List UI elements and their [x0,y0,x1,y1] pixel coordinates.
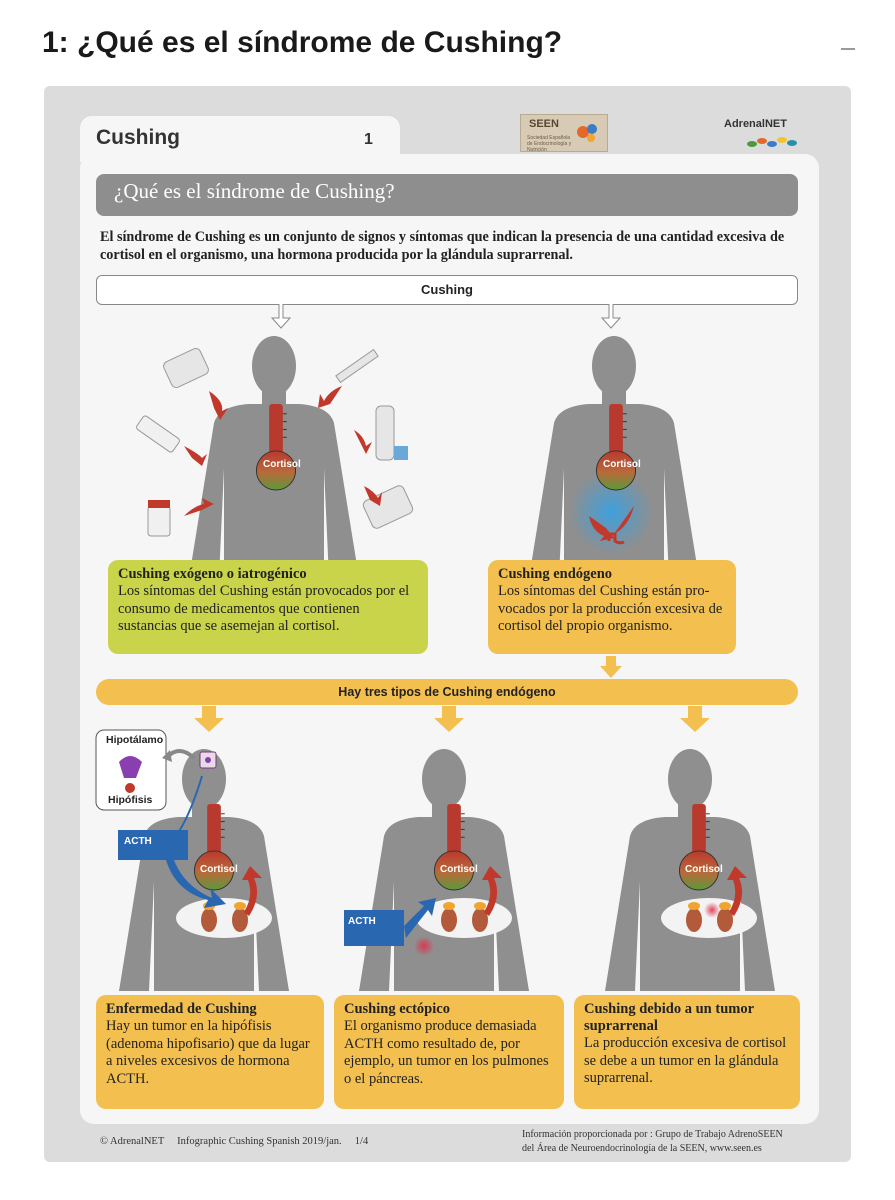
pill-bottle-icon [147,500,171,537]
tumor-glow [704,902,720,918]
endogenous-title: Cushing endógeno [498,566,613,582]
cortisol-label: Cortisol [200,864,238,875]
down-arrow-left [270,304,292,329]
body-glow [569,470,653,554]
tab-title: Cushing [96,126,180,149]
type-title: Cushing debido a un tumor suprarrenal [584,1001,754,1034]
endogenous-box: Cushing endógeno Los síntomas del Cushin… [488,560,736,654]
acth-label: ACTH [348,916,376,927]
pituitary-label: Hipófisis [108,794,153,806]
cushing-box-label: Cushing [421,282,473,297]
type-text: Hay un tumor en la hipófisis (adenoma hi… [106,1018,310,1087]
seen-logo: SEEN Sociedad Española de Endocrinología… [520,114,608,153]
cortisol-label: Cortisol [263,459,301,470]
acth-label: ACTH [124,836,152,847]
red-arrows [184,386,634,541]
footer-credit: © AdrenalNET Infographic Cushing Spanish… [100,1136,369,1147]
endogenous-text: Los síntomas del Cushing están pro-vocad… [498,583,723,634]
acth-box [118,830,188,860]
section-title: ¿Qué es el síndrome de Cushing? [114,179,395,203]
cortisol-label: Cortisol [440,864,478,875]
hypothalamus-label: Hipotálamo [106,734,164,746]
footer-source-line2: del Área de Neuroendocrinología de la SE… [522,1143,762,1154]
pill-blister-icon [163,348,209,388]
type-box-ectopic: Cushing ectópico El organismo produce de… [334,995,564,1109]
footer-source: Información proporcionada por : Grupo de… [522,1128,783,1156]
ointment-tube-icon [136,415,180,453]
syringe-icon [335,348,379,384]
types-bar-label: Hay tres tipos de Cushing endógeno [338,685,556,699]
adrenalnet-logo-icon [747,137,797,147]
footer-source-line1: Información proporcionada por : Grupo de… [522,1129,783,1140]
type-box-pituitary: Enfermedad de Cushing Hay un tumor en la… [96,995,324,1109]
inhaler-icon [375,405,408,461]
exogenous-box: Cushing exógeno o iatrogénico Los síntom… [108,560,428,654]
section-title-bar [96,174,798,216]
intro-text: El síndrome de Cushing es un conjunto de… [100,229,785,263]
cushing-box: Cushing [96,275,798,305]
exogenous-title: Cushing exógeno o iatrogénico [118,566,307,582]
infographic: Cushing 1 SEEN Sociedad Española de Endo… [44,86,851,1162]
cortisol-label: Cortisol [603,459,641,470]
type-box-adrenal: Cushing debido a un tumor suprarrenal La… [574,995,800,1109]
illustrations [95,304,775,991]
tab-number: 1 [364,131,373,148]
cortisol-label: Cortisol [685,864,723,875]
collapse-icon[interactable] [841,48,855,50]
type-title: Enfermedad de Cushing [106,1001,257,1017]
exogenous-text: Los síntomas del Cushing están provocado… [118,583,410,634]
header-tab [80,116,400,162]
seen-logo-icon [577,124,597,142]
red-arrows-lower [242,866,747,916]
types-bar: Hay tres tipos de Cushing endógeno [96,679,798,705]
down-arrow-right [600,304,622,329]
pituitary-icon [119,756,142,778]
kidney-icon [201,908,733,932]
type-title: Cushing ectópico [344,1001,450,1017]
adrenalnet-logo: AdrenalNET [724,118,787,130]
type-text: La producción excesiva de cortisol se de… [584,1035,787,1086]
page-title: 1: ¿Qué es el síndrome de Cushing? [42,26,563,59]
seen-logo-text: SEEN [529,118,559,130]
tumor-glow [414,936,434,956]
seen-logo-subtitle: Sociedad Española de Endocrinología y Nu… [527,135,572,153]
type-text: El organismo produce demasiada ACTH como… [344,1018,549,1087]
acth-box [344,910,404,946]
